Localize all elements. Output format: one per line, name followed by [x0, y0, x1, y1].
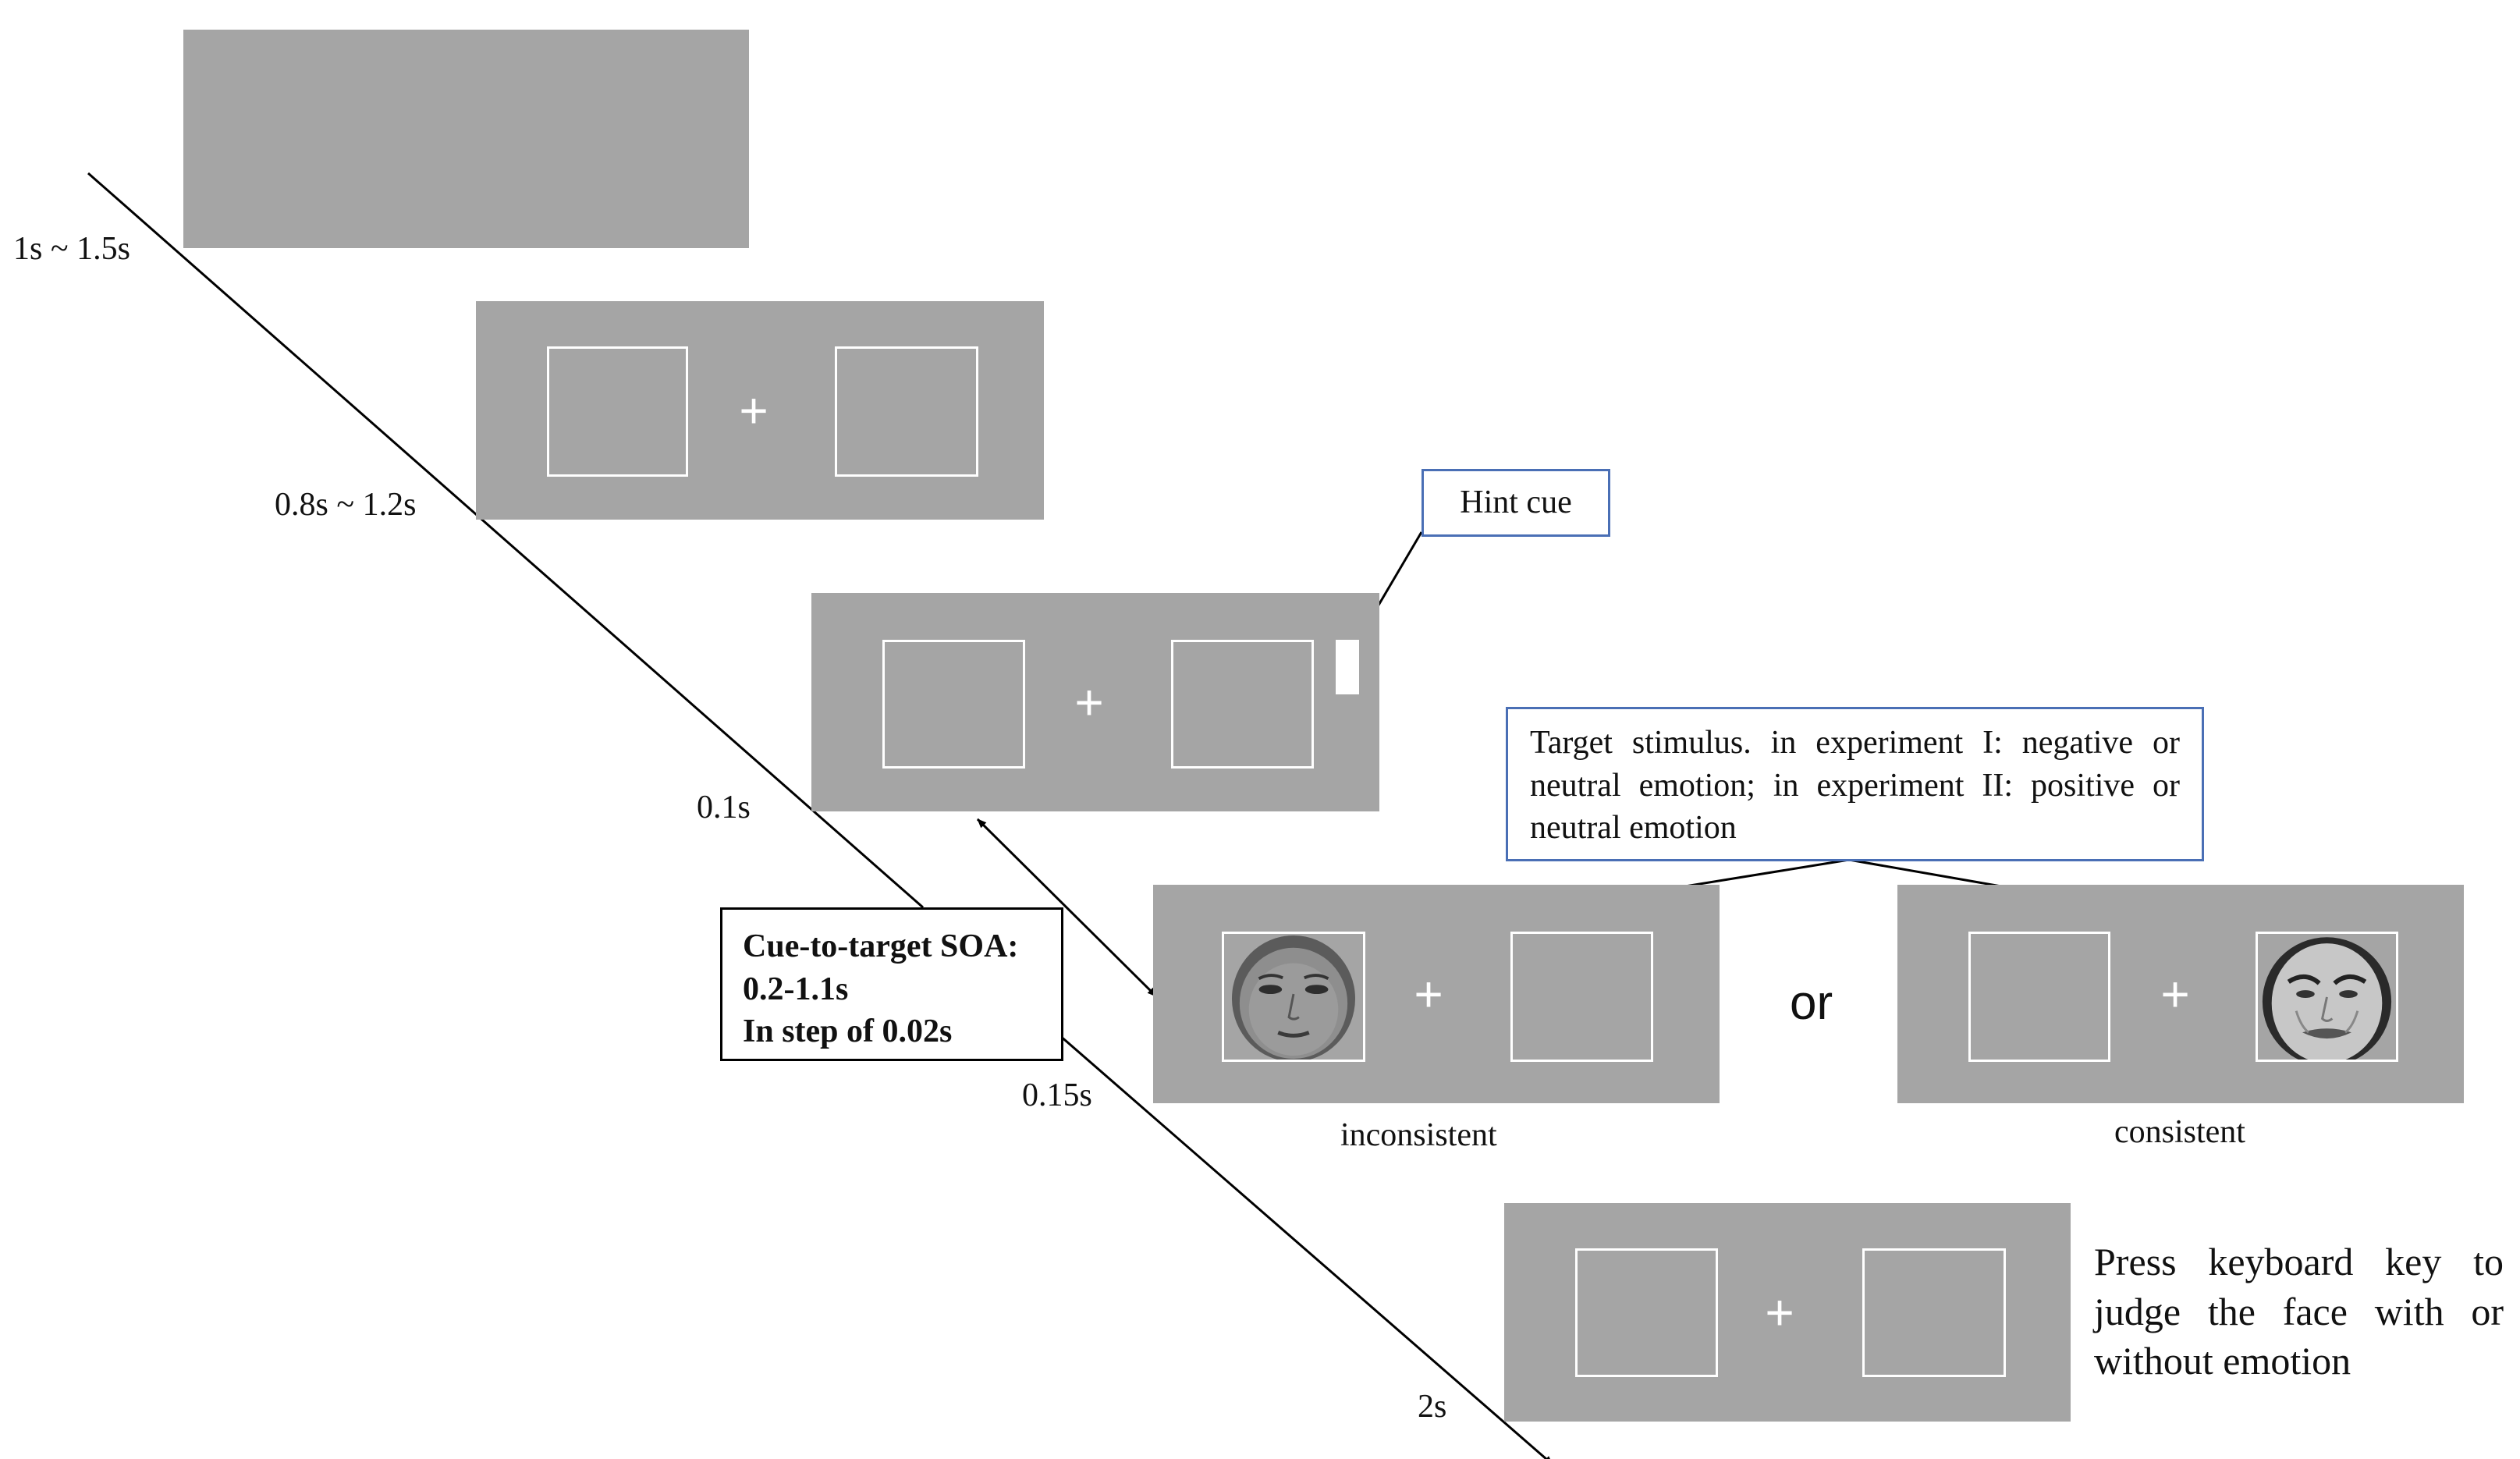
- right-placeholder-box: [1510, 932, 1653, 1062]
- fixation-cross-icon: +: [1765, 1284, 1794, 1340]
- duration-label: 2s: [1418, 1389, 1447, 1425]
- target-stimulus-callout: Target stimulus. in experiment I: negati…: [1506, 707, 2204, 861]
- target-screen-consistent: +: [1897, 885, 2464, 1103]
- cue-screen: +: [811, 593, 1379, 811]
- hint-cue-bar: [1336, 640, 1359, 694]
- left-placeholder-box: [1575, 1248, 1718, 1377]
- target-face-frame: [2256, 932, 2398, 1062]
- inconsistent-label: inconsistent: [1340, 1117, 1497, 1153]
- response-screen: +: [1504, 1203, 2071, 1422]
- hint-cue-callout: Hint cue: [1421, 469, 1610, 537]
- fixation-screen: +: [476, 301, 1044, 520]
- duration-label: 0.1s: [697, 790, 751, 825]
- fixation-cross-icon: +: [1414, 966, 1443, 1022]
- left-placeholder-box: [1968, 932, 2110, 1062]
- left-placeholder-box: [547, 346, 688, 477]
- response-instruction: Press keyboard key to judge the face wit…: [2094, 1240, 2504, 1383]
- target-face-frame: [1222, 932, 1365, 1062]
- right-placeholder-box: [1171, 640, 1314, 769]
- blank-screen: [183, 30, 749, 248]
- fixation-cross-icon: +: [2160, 966, 2190, 1022]
- right-placeholder-box: [835, 346, 978, 477]
- soa-box: Cue-to-target SOA: 0.2-1.1s In step of 0…: [720, 907, 1063, 1061]
- target-stimulus-text: Target stimulus. in experiment I: negati…: [1530, 725, 2180, 847]
- duration-label: 1s ~ 1.5s: [13, 231, 130, 267]
- consistent-label: consistent: [2114, 1114, 2245, 1150]
- time-axis-upper: [87, 172, 924, 909]
- soa-line-2: 0.2-1.1s: [743, 971, 849, 1007]
- target-screen-inconsistent: +: [1153, 885, 1720, 1103]
- duration-label: 0.8s ~ 1.2s: [275, 487, 417, 523]
- right-placeholder-box: [1862, 1248, 2006, 1377]
- fixation-cross-icon: +: [1074, 674, 1104, 730]
- soa-line-1: Cue-to-target SOA:: [743, 928, 1019, 964]
- emotional-face-icon: [2258, 934, 2396, 1060]
- fixation-cross-icon: +: [739, 382, 768, 438]
- or-label: or: [1790, 976, 1833, 1030]
- neutral-face-icon: [1224, 934, 1363, 1060]
- duration-label: 0.15s: [1022, 1077, 1092, 1113]
- left-placeholder-box: [882, 640, 1025, 769]
- soa-line-3: In step of 0.02s: [743, 1013, 953, 1050]
- hint-cue-label: Hint cue: [1460, 485, 1572, 521]
